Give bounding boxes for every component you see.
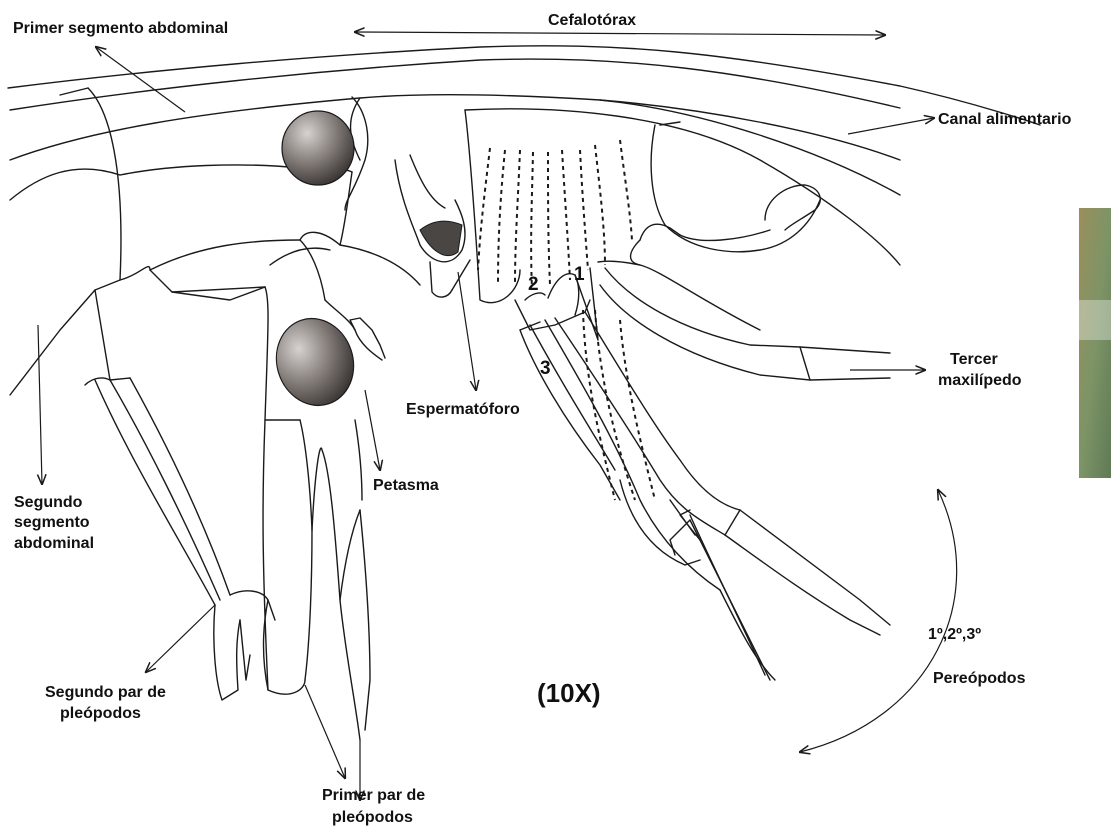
label-abdominal: abdominal: [14, 535, 94, 552]
label-espermatoforo: Espermatóforo: [406, 401, 520, 418]
label-pereopodos-order: 1º,2º,3º: [928, 626, 981, 643]
label-maxilipedo: maxilípedo: [938, 372, 1022, 389]
petasma-dark-body: [265, 308, 364, 415]
carapace-outline: [8, 46, 1040, 265]
label-primer-par-de: Primer par de: [322, 787, 425, 804]
third-maxilliped: [600, 265, 890, 380]
label-pereopodos: Pereópodos: [933, 670, 1026, 687]
label-primer-segmento-abdominal: Primer segmento abdominal: [13, 20, 228, 37]
photo-fragment: [1079, 208, 1111, 478]
first-pleopod-pair: [263, 232, 385, 740]
number-2: 2: [528, 274, 539, 295]
label-pleopodos-segundo: pleópodos: [60, 705, 141, 722]
label-segundo-par-de: Segundo par de: [45, 684, 166, 701]
pereopods: [515, 261, 890, 680]
first-abdominal-segment: [10, 88, 420, 285]
ventral-plate: [465, 110, 520, 303]
label-cefalotorax: Cefalotórax: [548, 12, 636, 29]
label-pleopodos-primer: pleópodos: [332, 809, 413, 826]
label-segundo: Segundo: [14, 494, 83, 511]
label-magnification: (10X): [537, 678, 601, 708]
abdominal-dark-mark: [282, 111, 354, 185]
label-tercer: Tercer: [950, 351, 998, 368]
label-petasma: Petasma: [373, 477, 439, 494]
number-1: 1: [574, 264, 585, 285]
label-canal-alimentario: Canal alimentario: [938, 111, 1072, 128]
label-segmento: segmento: [14, 514, 90, 531]
number-3: 3: [540, 358, 551, 379]
second-abdominal-segment: [10, 270, 265, 605]
